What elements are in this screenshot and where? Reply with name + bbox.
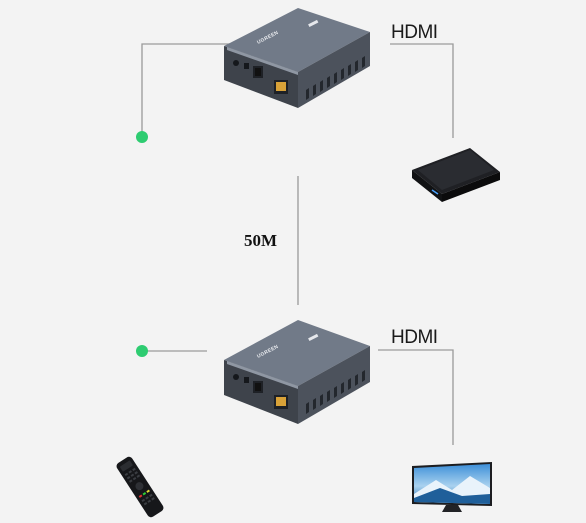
- connection-lines: [141, 43, 454, 445]
- extender-transmitter-icon: UGREEN: [224, 8, 370, 108]
- remote-control-icon: [116, 456, 164, 518]
- receiver-vents: [306, 370, 365, 414]
- hdmi-line-top: [390, 43, 454, 138]
- extender-receiver-icon: UGREEN: [224, 320, 370, 424]
- green-dot-icon: [136, 131, 148, 143]
- ir-line-top: [141, 43, 233, 137]
- hdmi-label-top: HDMI: [391, 22, 438, 43]
- media-box-icon: [412, 148, 500, 202]
- hdmi-label-bottom: HDMI: [391, 327, 438, 348]
- transmitter-vents: [306, 56, 365, 100]
- hdmi-line-bottom: [378, 349, 454, 445]
- tv-monitor-icon: [412, 462, 492, 512]
- green-dot-icon: [136, 345, 148, 357]
- distance-label: 50M: [244, 231, 277, 250]
